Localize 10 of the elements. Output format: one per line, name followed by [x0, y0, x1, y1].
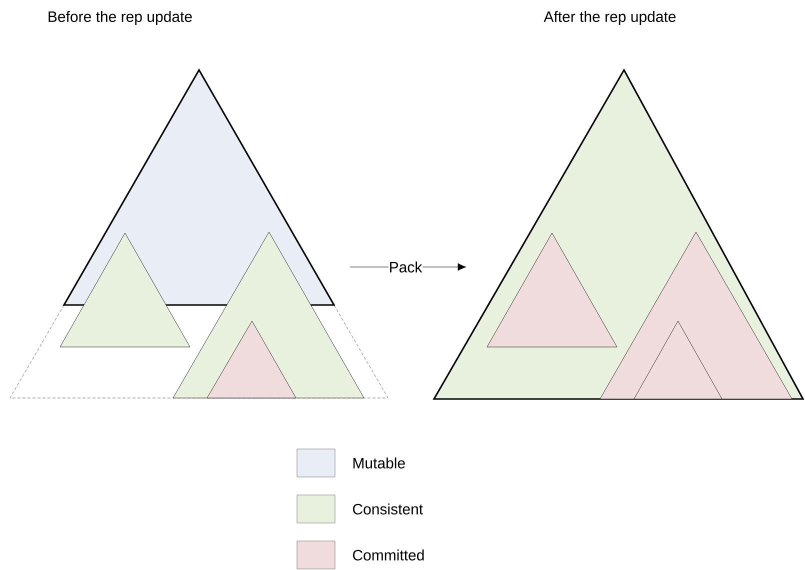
legend-label: Consistent [352, 503, 423, 514]
edge-label: Pack [390, 261, 422, 272]
heading: After the rep update [544, 11, 676, 25]
triangle [206, 320, 296, 398]
legend-label: Committed [352, 549, 424, 560]
legend-label: Mutable [353, 457, 405, 468]
triangle [486, 232, 618, 348]
triangle [60, 232, 190, 348]
triangle [634, 320, 722, 400]
heading: Before the rep update [48, 11, 192, 25]
